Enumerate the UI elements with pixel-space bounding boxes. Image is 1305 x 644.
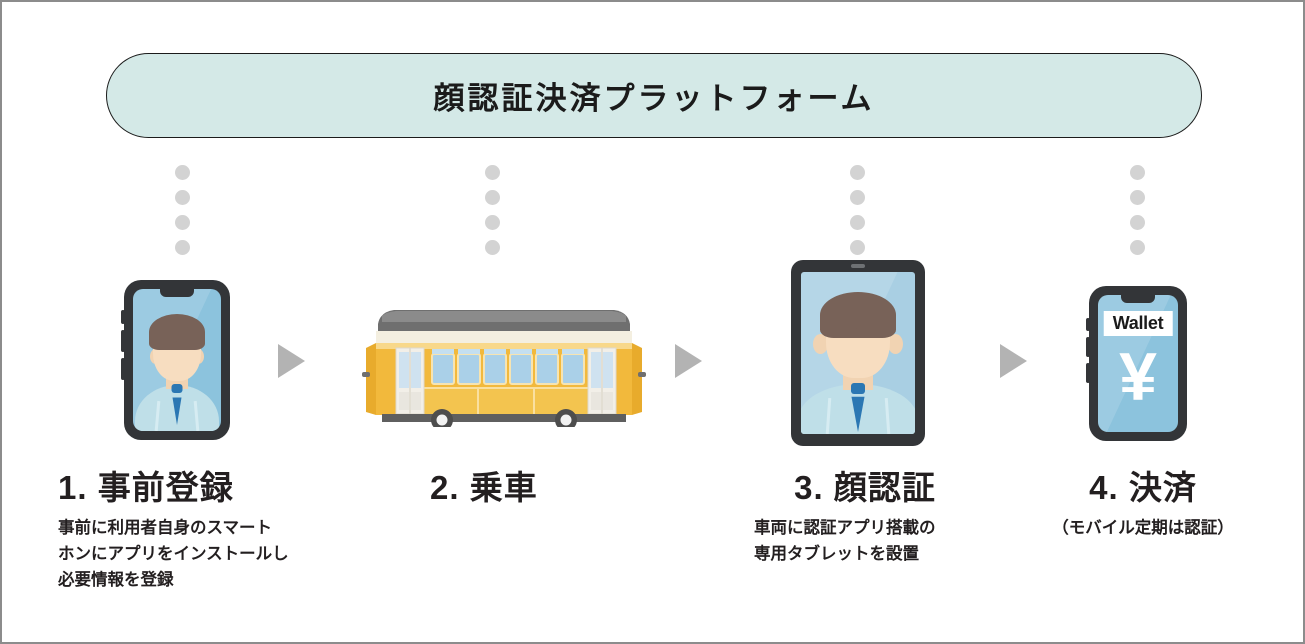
avatar-tie	[172, 397, 182, 425]
phone-side-button	[1086, 337, 1090, 357]
wallet-label-chip: Wallet	[1103, 311, 1173, 336]
step-description: 事前に利用者自身のスマート ホンにアプリをインストールし 必要情報を登録	[58, 519, 289, 590]
connector-dot	[850, 190, 865, 205]
connector-dot	[485, 240, 500, 255]
avatar-tie-knot	[851, 383, 865, 394]
avatar-ear	[813, 334, 828, 354]
step-description: （モバイル定期は認証）	[1052, 519, 1234, 538]
connector-dot	[175, 215, 190, 230]
avatar-ear	[888, 334, 903, 354]
connector-dot	[175, 190, 190, 205]
dotted-connector-step-2	[485, 165, 500, 255]
dotted-connector-step-1	[175, 165, 190, 255]
connector-dot	[175, 240, 190, 255]
step-title: 3. 顔認証	[794, 469, 936, 506]
phone-side-button	[121, 330, 125, 352]
avatar	[801, 272, 915, 434]
wallet-screen: Wallet ¥	[1098, 295, 1178, 432]
connector-dot	[1130, 190, 1145, 205]
avatar-hair-fringe	[830, 314, 862, 330]
connector-dot	[850, 240, 865, 255]
platform-title-banner: 顔認証決済プラットフォーム	[106, 53, 1202, 138]
step-title: 2. 乗車	[430, 469, 538, 506]
step-title: 1. 事前登録	[58, 469, 234, 506]
page-title: 顔認証決済プラットフォーム	[433, 81, 875, 116]
connector-dot	[485, 215, 500, 230]
phone-notch	[160, 289, 194, 297]
phone-side-button	[121, 310, 125, 324]
yen-symbol-icon: ¥	[1119, 339, 1157, 415]
connector-dot	[485, 190, 500, 205]
smartphone-face-icon	[121, 280, 230, 440]
phone-side-button	[1086, 318, 1090, 331]
tablet-camera-icon	[851, 264, 865, 268]
step-description: 車両に認証アプリ搭載の 専用タブレットを設置	[754, 519, 936, 564]
tram-icon	[362, 310, 646, 427]
step-2-caption: 2. 乗車	[430, 469, 650, 515]
avatar-hair-fringe	[155, 331, 179, 343]
step-4-caption: 4. 決済 （モバイル定期は認証）	[1028, 469, 1268, 541]
avatar	[133, 289, 221, 431]
dotted-connector-step-4	[1130, 165, 1145, 255]
avatar-tie-knot	[171, 384, 183, 393]
phone-side-button	[121, 358, 125, 380]
smartphone-wallet-icon: Wallet ¥	[1086, 286, 1187, 441]
connector-dot	[1130, 165, 1145, 180]
tablet-screen	[801, 272, 915, 434]
step-title: 4. 決済	[1089, 469, 1197, 506]
connector-dot	[1130, 240, 1145, 255]
connector-dot	[850, 215, 865, 230]
tablet-face-icon	[791, 260, 925, 446]
flow-arrow-2-to-3	[675, 344, 702, 378]
step-1-caption: 1. 事前登録 事前に利用者自身のスマート ホンにアプリをインストールし 必要情…	[58, 469, 388, 593]
phone-notch	[1121, 295, 1155, 303]
phone-screen	[133, 289, 221, 431]
step-3-caption: 3. 顔認証 車両に認証アプリ搭載の 専用タブレットを設置	[754, 469, 1014, 567]
connector-dot	[485, 165, 500, 180]
flow-arrow-3-to-4	[1000, 344, 1027, 378]
dotted-connector-step-3	[850, 165, 865, 255]
connector-dot	[1130, 215, 1145, 230]
connector-dot	[850, 165, 865, 180]
phone-side-button	[1086, 363, 1090, 383]
flow-arrow-1-to-2	[278, 344, 305, 378]
connector-dot	[175, 165, 190, 180]
wallet-label: Wallet	[1112, 313, 1164, 333]
